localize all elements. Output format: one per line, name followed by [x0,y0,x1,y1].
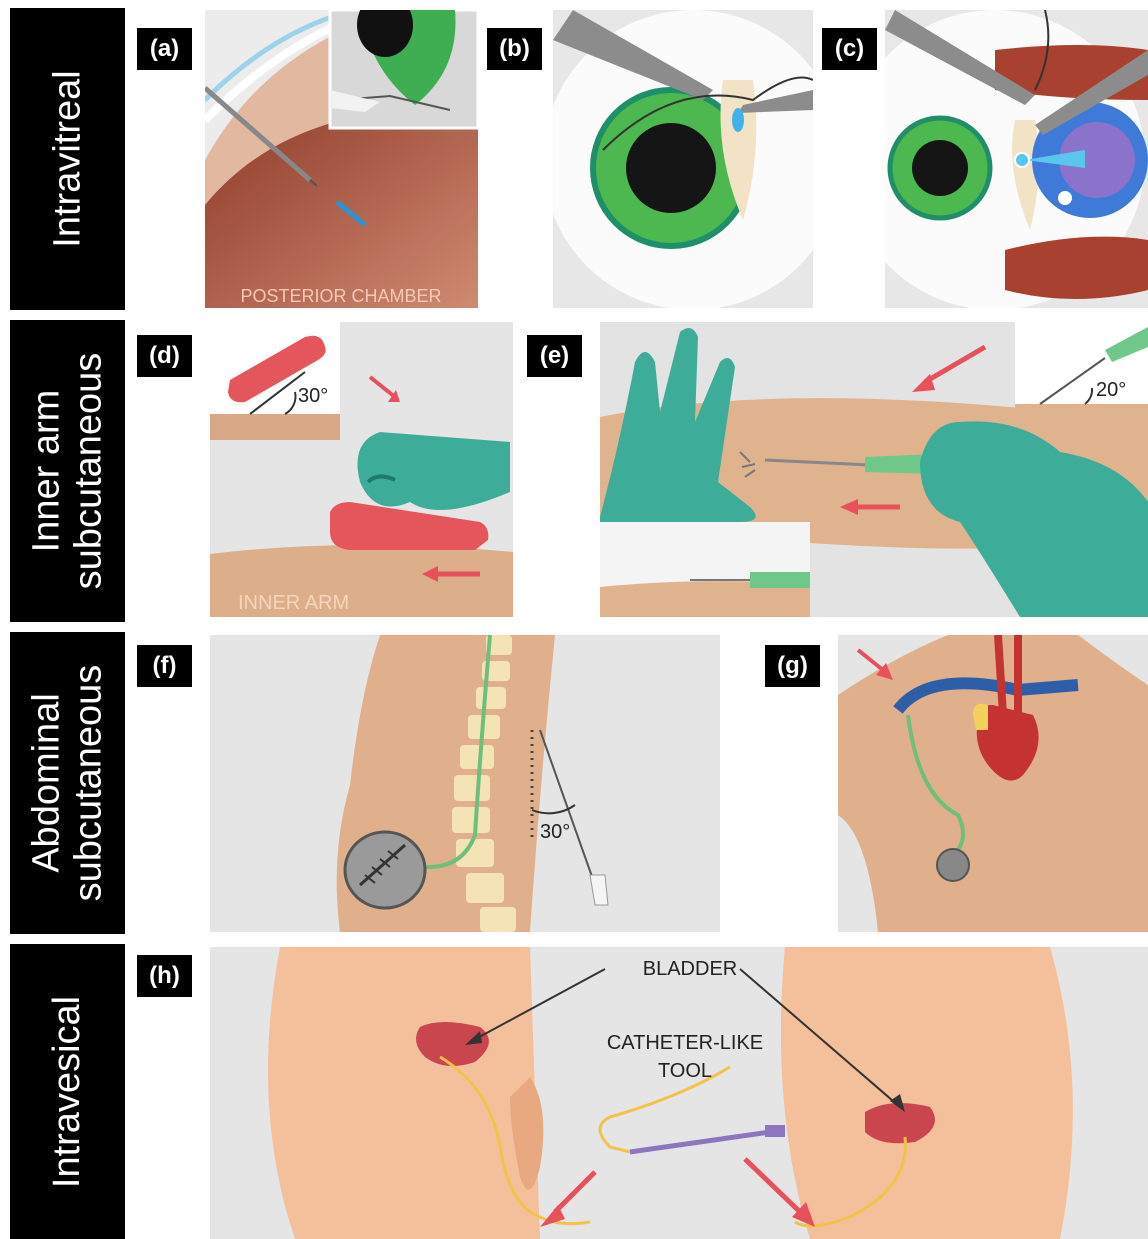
panel-f-illustration: 30° [210,635,720,932]
port-device [937,849,969,881]
panel-e-inner-arm-insertion: 20° [600,322,1148,617]
female-body [781,947,1073,1239]
panel-e-illustration: 20° [600,322,1148,617]
panel-d-inner-arm: 30° INNER ARM [210,322,513,617]
angle-d-label: 30° [298,385,328,407]
posterior-chamber-label: POSTERIOR CHAMBER [240,286,441,306]
port-device [345,832,425,908]
inner-arm-label: INNER ARM [238,592,349,614]
panel-tag-f: (f) [137,645,192,687]
panel-d-illustration: 30° INNER ARM [210,322,513,617]
row-label-line: Abdominal [26,665,68,902]
angle-f-label: 30° [540,821,570,843]
applicator-device [330,502,488,550]
panel-tag-g: (g) [765,645,820,687]
angle-e-label: 20° [1096,379,1126,401]
panel-tag-d: (d) [137,335,192,377]
row-label-line: Inner arm [26,353,68,590]
panel-f-abdominal: 30° [210,635,720,932]
panel-g-illustration [838,635,1148,932]
panel-h-illustration: BLADDER CATHETER-LIKE TOOL [210,947,1148,1239]
panel-c-illustration [885,10,1148,308]
panel-tag-h: (h) [137,955,192,997]
catheter-label-line2: TOOL [658,1060,712,1082]
panel-g-chest [838,635,1148,932]
panel-c-eye-surgery [885,10,1148,308]
row-label-line: subcutaneous [68,353,110,590]
row-label-line: Intravesical [47,995,89,1187]
panel-h-intravesical: BLADDER CATHETER-LIKE TOOL [210,947,1148,1239]
catheter-handle [630,1132,770,1152]
panel-tag-b: (b) [487,28,542,70]
panel-a-posterior-chamber: POSTERIOR CHAMBER [205,10,478,308]
row-label-line: subcutaneous [68,665,110,902]
bladder-label: BLADDER [643,958,737,980]
catheter-label-line1: CATHETER-LIKE [607,1032,763,1054]
panel-tag-e: (e) [527,335,582,377]
panel-tag-a: (a) [137,28,192,70]
male-body [268,947,540,1239]
panel-tag-c: (c) [822,28,877,70]
gloved-hand [358,432,511,510]
pupil [626,123,716,213]
row-label-intravitreal: Intravitreal [10,8,125,310]
pupil [912,140,968,196]
row-label-line: Intravitreal [47,70,89,247]
syringe [590,875,608,905]
inset-angle [1015,322,1148,410]
panel-b-eye [553,10,813,308]
panel-a-illustration: POSTERIOR CHAMBER [205,10,478,308]
muscle-bottom [1005,237,1148,299]
panel-b-illustration [553,10,813,308]
row-label-intravesical: Intravesical [10,944,125,1239]
